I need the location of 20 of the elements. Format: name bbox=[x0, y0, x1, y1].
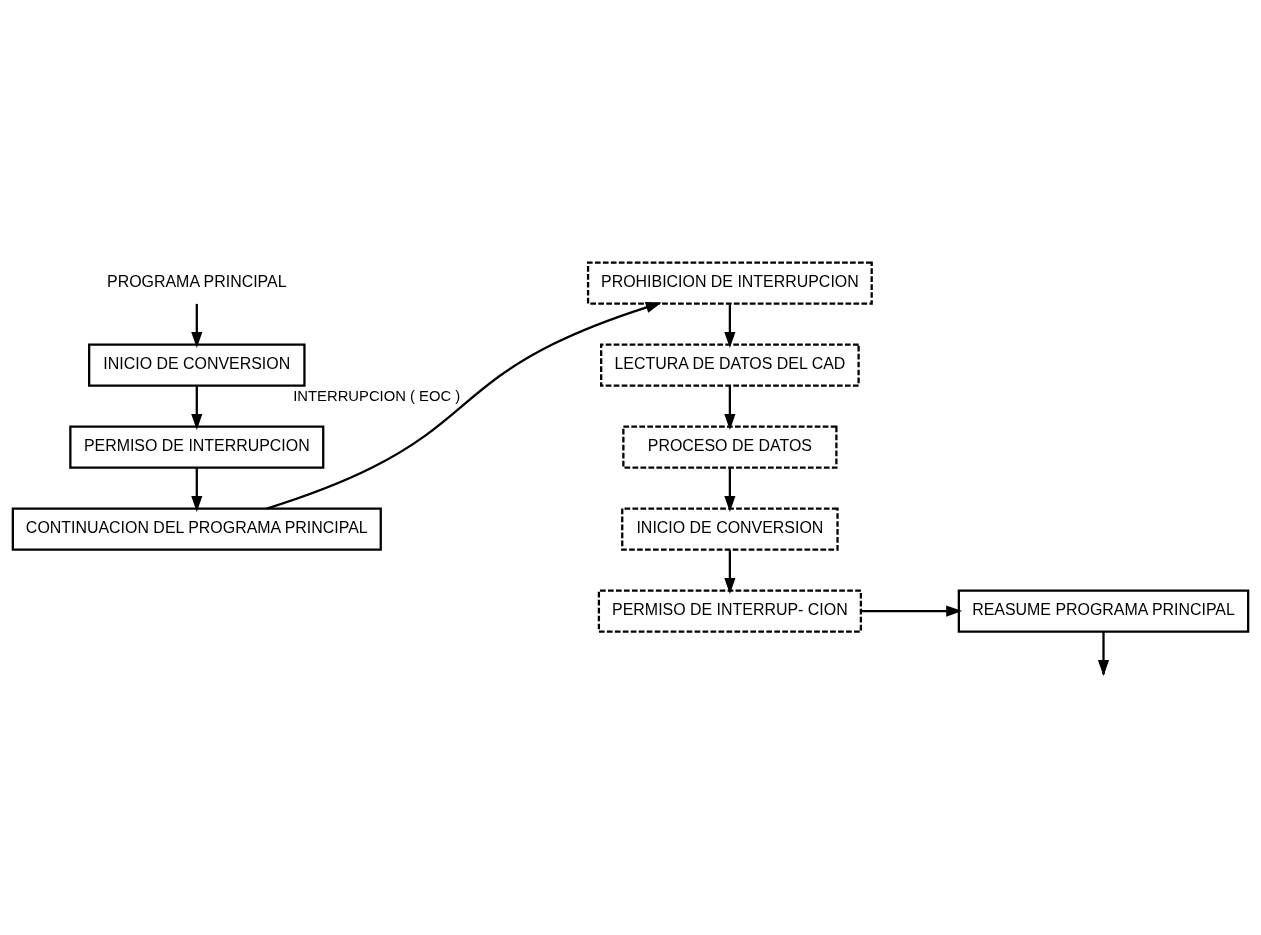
node-box: INICIO DE CONVERSION bbox=[621, 506, 839, 551]
node-box: CONTINUACION DEL PROGRAMA PRINCIPAL bbox=[11, 506, 382, 551]
edge-label: INTERRUPCION ( EOC ) bbox=[293, 387, 461, 404]
arrow bbox=[191, 385, 203, 430]
node-box: PERMISO DE INTERRUPCION bbox=[69, 424, 325, 469]
arrow bbox=[724, 385, 736, 430]
arrow bbox=[191, 467, 203, 512]
node-box: LECTURA DE DATOS DEL CAD bbox=[600, 342, 860, 387]
node-box: PROCESO DE DATOS bbox=[622, 424, 838, 469]
node-box: PROHIBICION DE INTERRUPCION bbox=[586, 260, 873, 305]
arrow bbox=[724, 549, 736, 594]
node-text: PROGRAMA PRINCIPAL bbox=[107, 272, 287, 290]
node-box: REASUME PROGRAMA PRINCIPAL bbox=[957, 588, 1250, 633]
arrow bbox=[724, 303, 736, 348]
arrow bbox=[191, 303, 203, 348]
arrow bbox=[724, 467, 736, 512]
arrow bbox=[861, 605, 963, 617]
arrow bbox=[266, 301, 662, 510]
node-box: PERMISO DE INTERRUP- CION bbox=[597, 588, 862, 633]
node-box: INICIO DE CONVERSION bbox=[88, 342, 306, 387]
